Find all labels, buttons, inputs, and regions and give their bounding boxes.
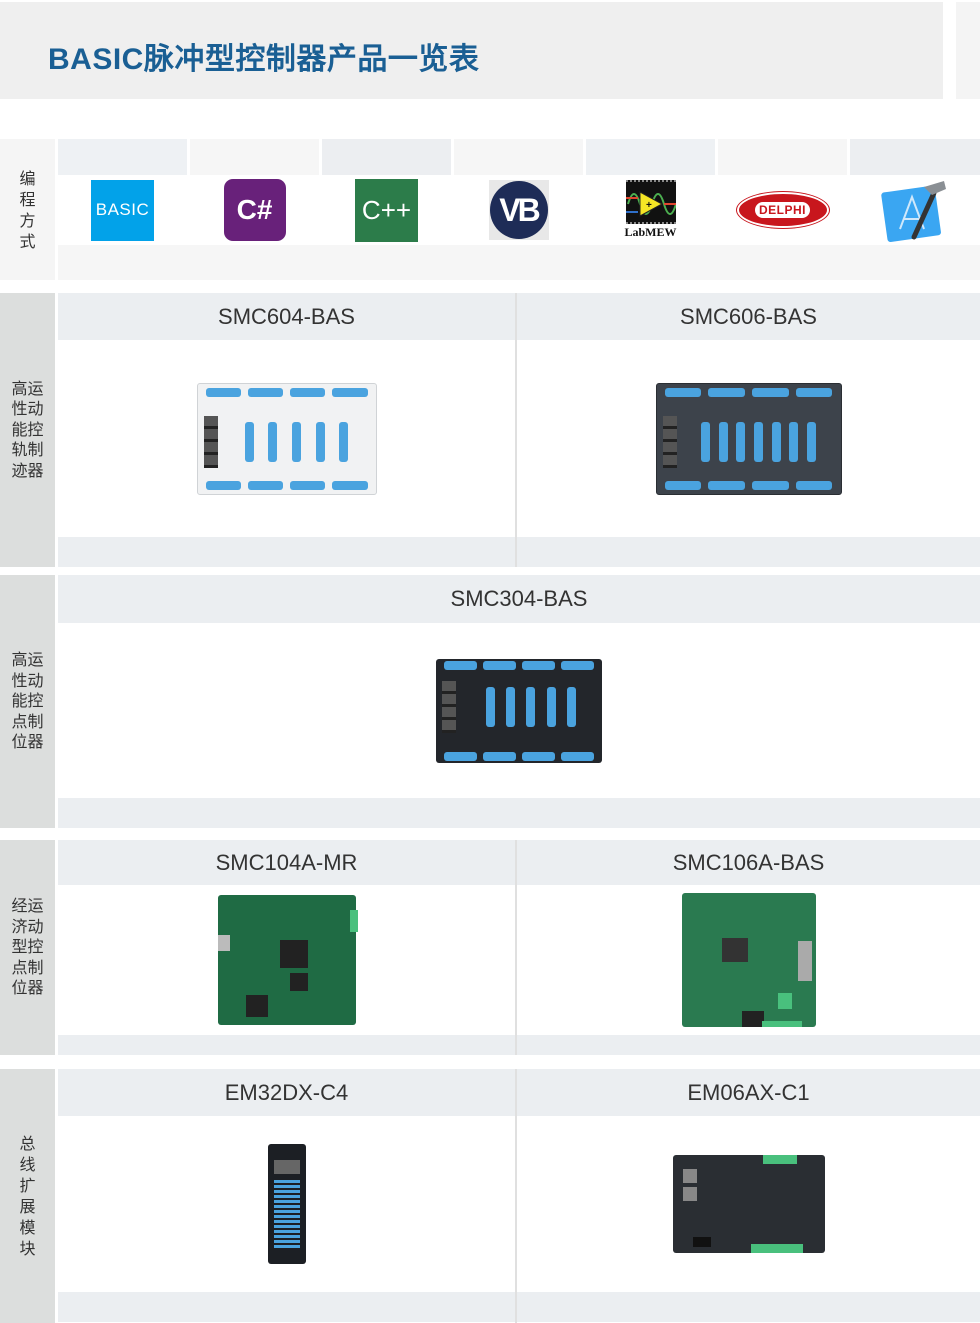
product-footer xyxy=(58,1292,515,1322)
product-name[interactable]: EM32DX-C4 xyxy=(224,1079,349,1105)
product-image-cell xyxy=(517,340,980,537)
product-image-cell xyxy=(58,885,515,1035)
product-footer xyxy=(58,537,515,567)
page-title: BASIC脉冲型控制器产品一览表 xyxy=(48,43,480,76)
column-divider xyxy=(515,1069,517,1323)
logo-cell-vb: VB xyxy=(454,175,583,245)
prog-header-cell xyxy=(454,139,583,175)
labview-logo-text: LabMEW xyxy=(624,225,677,239)
product-footer xyxy=(58,1035,515,1055)
product-header: SMC104A-MR xyxy=(58,840,515,885)
delphi-logo-icon: DELPHI xyxy=(736,192,829,228)
logo-cell-delphi: DELPHI xyxy=(718,175,847,245)
product-header: SMC106A-BAS xyxy=(517,840,980,885)
labview-logo-icon: + LabMEW xyxy=(622,177,680,243)
product-image-cell xyxy=(517,885,980,1035)
product-footer xyxy=(58,798,980,828)
column-divider xyxy=(515,840,517,1055)
product-footer xyxy=(517,537,980,567)
product-header: EM06AX-C1 xyxy=(517,1069,980,1116)
xcode-logo-icon xyxy=(880,177,950,243)
csharp-logo-icon: C# xyxy=(223,179,286,241)
prog-header-cell xyxy=(58,139,187,175)
product-name[interactable]: SMC304-BAS xyxy=(450,586,588,611)
product-header: SMC606-BAS xyxy=(517,293,980,340)
prog-header-cell xyxy=(586,139,715,175)
section-label-cell: 总线扩展模块 xyxy=(0,1069,55,1323)
labview-screen: + xyxy=(625,180,677,224)
product-image[interactable] xyxy=(655,382,842,495)
section-label-cell: 经运济动型控点制位器 xyxy=(0,840,55,1055)
product-footer xyxy=(517,1292,980,1322)
vb-logo-text: VB xyxy=(489,181,548,239)
title-bar: BASIC脉冲型控制器产品一览表 xyxy=(0,2,943,99)
section-label: 高运性动能控轨制迹器 xyxy=(11,378,44,480)
product-image-cell xyxy=(58,1116,515,1292)
product-name[interactable]: SMC604-BAS xyxy=(218,303,355,329)
basic-logo-icon: BASIC xyxy=(91,179,154,241)
product-name[interactable]: SMC606-BAS xyxy=(680,303,817,329)
vb-logo-icon: VB xyxy=(488,180,549,240)
logo-cell-basic: BASIC xyxy=(58,175,187,245)
logo-cell-cpp: C++ xyxy=(322,175,451,245)
product-image-cell xyxy=(58,623,980,798)
prog-footer xyxy=(58,245,980,280)
section-label: 高运性动能控点制位器 xyxy=(11,650,44,752)
product-image[interactable] xyxy=(196,382,377,495)
programming-label: 编程方式 xyxy=(19,168,36,251)
section-label: 经运济动型控点制位器 xyxy=(11,896,44,998)
prog-header-cell xyxy=(190,139,319,175)
product-name[interactable]: SMC104A-MR xyxy=(215,849,358,875)
delphi-logo-text: DELPHI xyxy=(754,202,810,218)
product-image[interactable] xyxy=(672,1155,825,1253)
product-header: SMC604-BAS xyxy=(58,293,515,340)
logo-cell-labview: + LabMEW xyxy=(586,175,715,245)
product-header: SMC304-BAS xyxy=(58,575,980,623)
product-name[interactable]: SMC106A-BAS xyxy=(672,849,825,875)
product-header: EM32DX-C4 xyxy=(58,1069,515,1116)
labview-wave-icon: + xyxy=(625,191,677,217)
product-image[interactable] xyxy=(436,658,602,763)
prog-header-cell xyxy=(850,139,980,175)
section-label: 总线扩展模块 xyxy=(19,1134,36,1258)
product-image-cell xyxy=(517,1116,980,1292)
product-image-cell xyxy=(58,340,515,537)
title-bar-edge xyxy=(956,2,980,99)
product-image[interactable] xyxy=(217,895,358,1025)
svg-text:+: + xyxy=(646,200,652,211)
product-image[interactable] xyxy=(267,1144,306,1264)
product-footer xyxy=(517,1035,980,1055)
prog-header-cell xyxy=(322,139,451,175)
prog-header-cell xyxy=(718,139,847,175)
cpp-logo-icon: C++ xyxy=(355,178,418,242)
logo-cell-xcode xyxy=(850,175,980,245)
product-name[interactable]: EM06AX-C1 xyxy=(687,1079,810,1105)
section-label-cell: 高运性动能控轨制迹器 xyxy=(0,293,55,567)
column-divider xyxy=(515,293,517,567)
product-image[interactable] xyxy=(681,893,816,1027)
section-label-cell: 高运性动能控点制位器 xyxy=(0,575,55,828)
programming-label-cell: 编程方式 xyxy=(0,139,55,280)
logo-cell-csharp: C# xyxy=(190,175,319,245)
